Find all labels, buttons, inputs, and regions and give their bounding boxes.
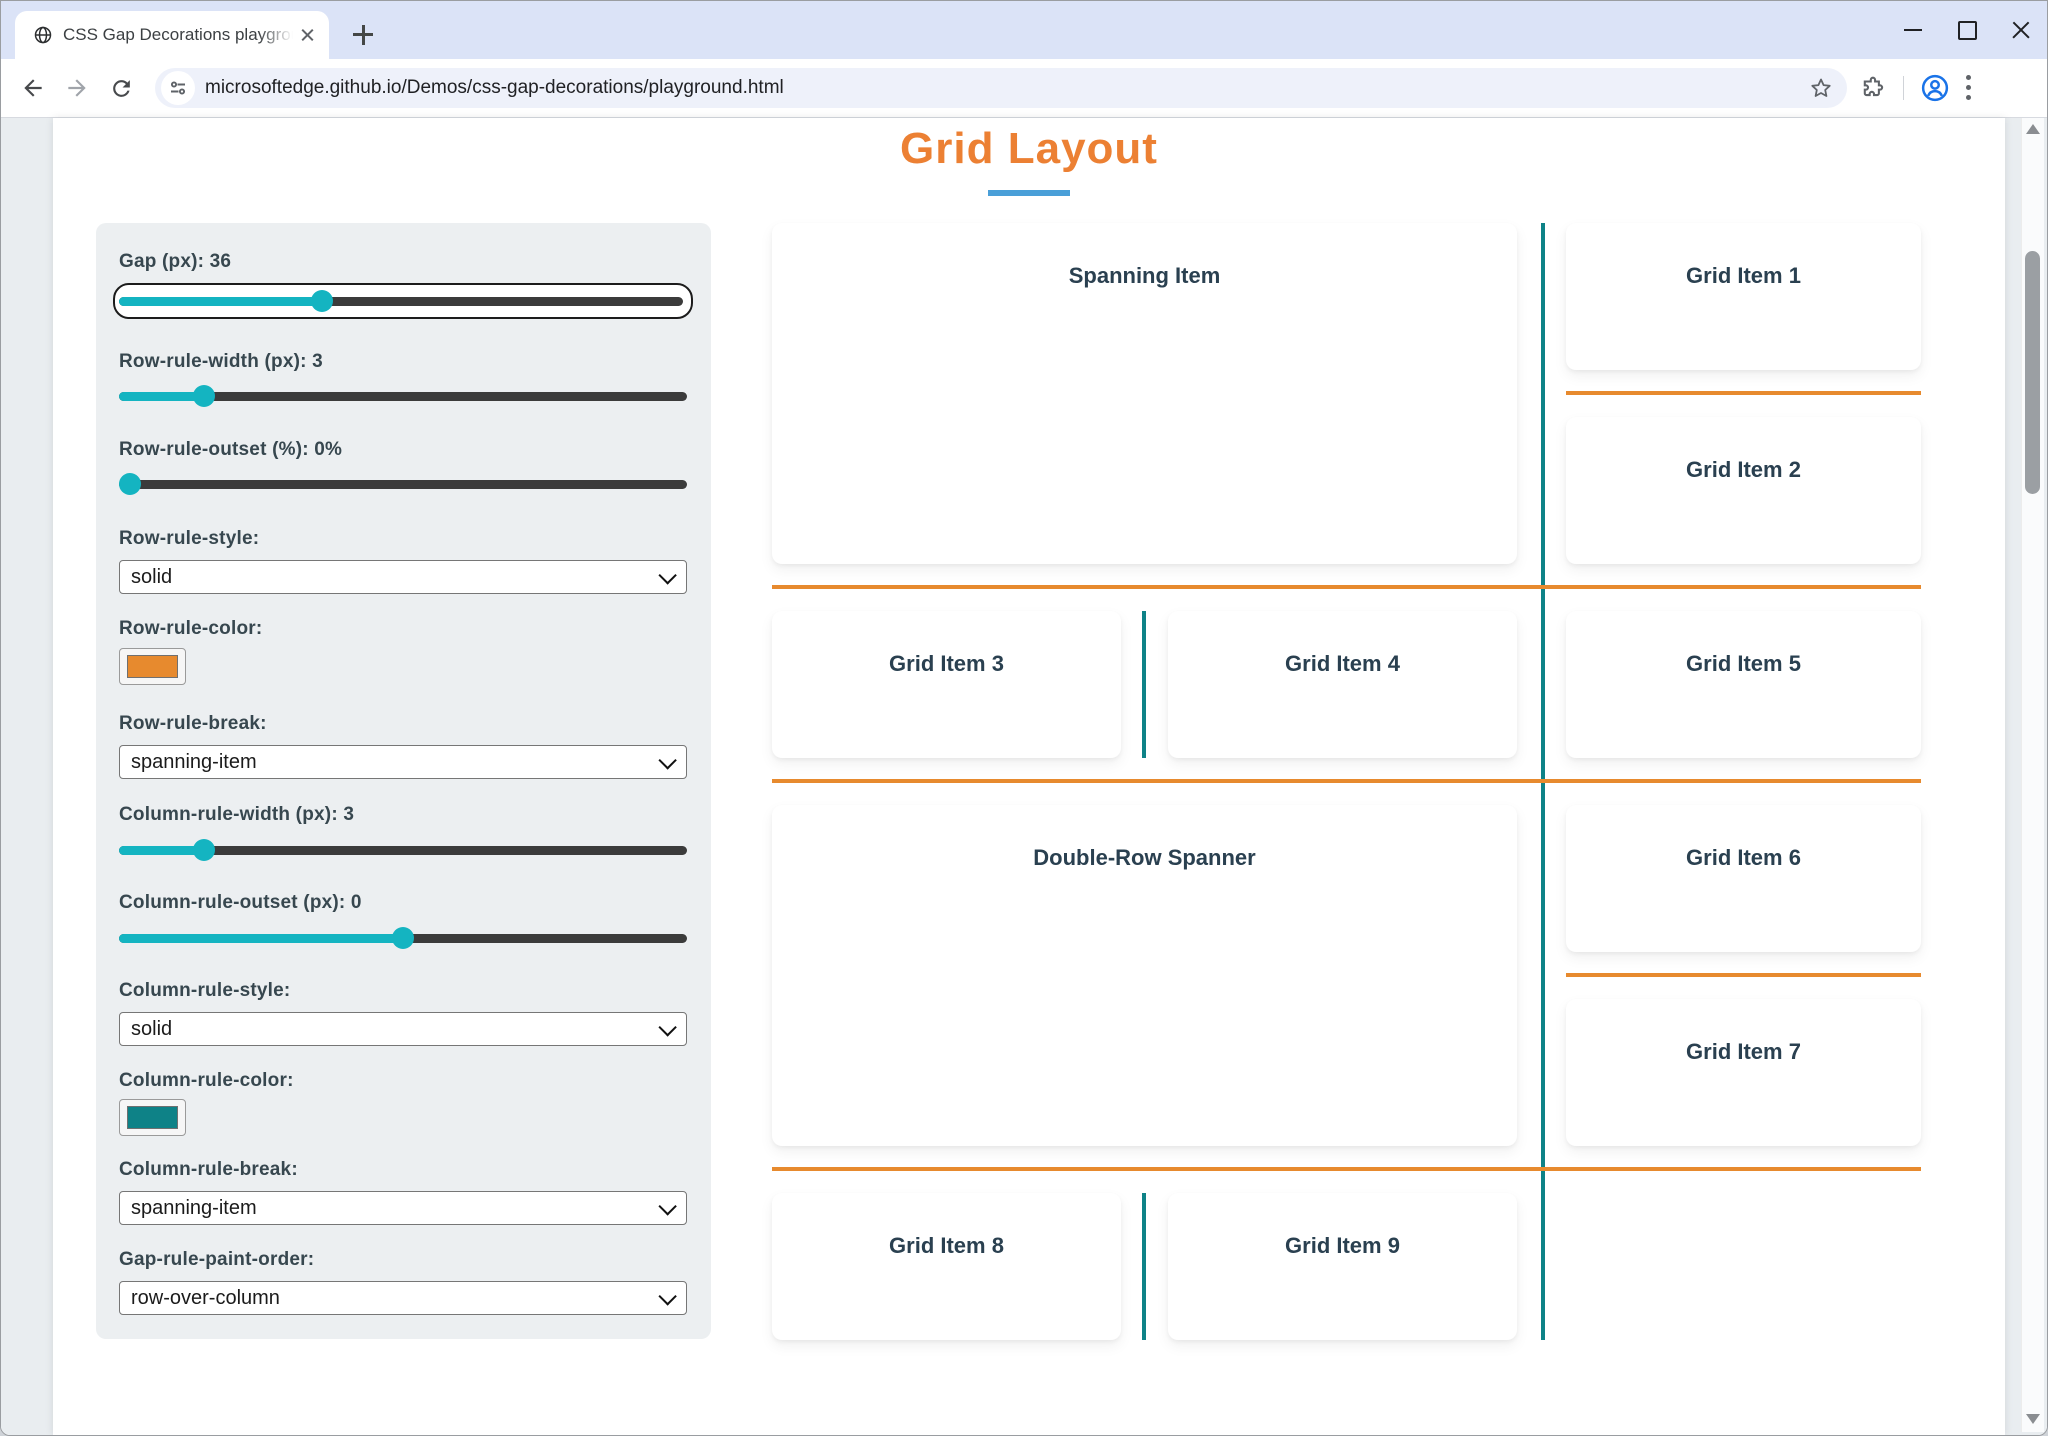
column-rule-style-select[interactable]: solid <box>119 1012 687 1046</box>
grid-card-4: Grid Item 4 <box>1168 611 1517 758</box>
back-arrow-icon <box>24 79 42 97</box>
grid-card-double-row-spanner: Double-Row Spanner <box>772 805 1517 1146</box>
url-text[interactable]: microsoftedge.github.io/Demos/css-gap-de… <box>205 77 784 98</box>
reload-icon <box>112 79 130 97</box>
column-rule-outset-label: Column-rule-outset (px): 0 <box>119 892 362 913</box>
row-rule-color-picker[interactable] <box>119 648 186 685</box>
extensions-button[interactable] <box>1861 75 1887 101</box>
gap-slider-label: Gap (px): 36 <box>119 251 232 272</box>
browser-toolbar: microsoftedge.github.io/Demos/css-gap-de… <box>1 59 2047 118</box>
address-bar[interactable]: microsoftedge.github.io/Demos/css-gap-de… <box>155 68 1847 108</box>
column-rule-outset-slider[interactable] <box>119 927 687 949</box>
kebab-menu-icon[interactable] <box>1966 75 1972 101</box>
grid-card-3: Grid Item 3 <box>772 611 1121 758</box>
column-rule-color-label: Column-rule-color: <box>119 1070 294 1091</box>
browser-tab[interactable]: CSS Gap Decorations playgroun <box>15 11 329 59</box>
site-settings-chip[interactable] <box>161 71 195 105</box>
toolbar-right-cluster <box>1861 73 1980 103</box>
row-rule-width-label: Row-rule-width (px): 3 <box>119 351 323 372</box>
row-rule-outset-slider[interactable] <box>119 473 687 495</box>
row-rule-color-label: Row-rule-color: <box>119 618 263 639</box>
chevron-down-icon <box>658 1286 677 1306</box>
new-tab-button[interactable] <box>347 19 379 51</box>
page-viewport: Grid Layout Gap (px): 36 Row-rule-width … <box>1 118 2047 1435</box>
grid-card-8: Grid Item 8 <box>772 1193 1121 1340</box>
row-rule-style-label: Row-rule-style: <box>119 528 260 549</box>
column-rule-style-label: Column-rule-style: <box>119 980 291 1001</box>
column-rule-style-value: solid <box>131 1017 173 1040</box>
row-rule-full <box>772 1167 1921 1171</box>
chevron-down-icon <box>658 1196 677 1216</box>
row-rule-break-label: Row-rule-break: <box>119 713 267 734</box>
row-rule-segment <box>1566 391 1921 395</box>
window-close-button[interactable] <box>1997 1 2045 59</box>
scrollbar-up-arrow-icon[interactable] <box>2026 124 2040 134</box>
grid-card-2: Grid Item 2 <box>1566 417 1921 564</box>
row-rule-width-slider[interactable] <box>119 385 687 407</box>
grid-card-6: Grid Item 6 <box>1566 805 1921 952</box>
bookmark-star-icon[interactable] <box>1809 76 1833 100</box>
grid-card-9: Grid Item 9 <box>1168 1193 1517 1340</box>
row-rule-full <box>772 779 1921 783</box>
maximize-button[interactable] <box>1943 1 1991 59</box>
row-rule-full <box>772 585 1921 589</box>
column-rule-segment <box>1142 611 1146 758</box>
row-rule-segment <box>1566 973 1921 977</box>
globe-icon <box>33 25 53 45</box>
column-rule-width-slider[interactable] <box>119 839 687 861</box>
tab-title: CSS Gap Decorations playgroun <box>63 25 293 44</box>
scrollbar-down-arrow-icon[interactable] <box>2026 1414 2040 1424</box>
gap-slider-focus-ring <box>113 283 693 319</box>
column-rule-color-picker[interactable] <box>119 1099 186 1136</box>
column-rule-break-select[interactable]: spanning-item <box>119 1191 687 1225</box>
controls-panel: Gap (px): 36 Row-rule-width (px): 3 Row-… <box>96 223 711 1339</box>
column-rule-break-value: spanning-item <box>131 1196 257 1219</box>
chevron-down-icon <box>658 565 677 585</box>
gap-rule-paint-order-label: Gap-rule-paint-order: <box>119 1249 315 1270</box>
puzzle-icon <box>1863 76 1884 97</box>
grid-card-spanning-item: Spanning Item <box>772 223 1517 564</box>
grid-card-1: Grid Item 1 <box>1566 223 1921 370</box>
column-rule-width-label: Column-rule-width (px): 3 <box>119 804 355 825</box>
forward-arrow-icon <box>68 79 86 97</box>
page-title: Grid Layout <box>900 124 1158 173</box>
gap-rule-paint-order-value: row-over-column <box>131 1286 280 1309</box>
column-rule-segment <box>1142 1193 1146 1340</box>
grid-card-7: Grid Item 7 <box>1566 999 1921 1146</box>
tune-icon <box>170 81 186 95</box>
row-rule-style-select[interactable]: solid <box>119 560 687 594</box>
tab-strip: CSS Gap Decorations playgroun <box>1 1 2047 59</box>
gap-slider[interactable] <box>119 290 683 312</box>
column-rule-break-label: Column-rule-break: <box>119 1159 298 1180</box>
profile-button[interactable] <box>1920 73 1950 103</box>
row-rule-color-swatch <box>127 655 178 678</box>
row-rule-break-value: spanning-item <box>131 750 257 773</box>
reload-button[interactable] <box>99 66 143 110</box>
back-button[interactable] <box>11 66 55 110</box>
row-rule-outset-label: Row-rule-outset (%): 0% <box>119 439 343 460</box>
title-underline <box>988 190 1070 196</box>
chevron-down-icon <box>658 750 677 770</box>
person-icon <box>1921 74 1949 102</box>
gap-rule-paint-order-select[interactable]: row-over-column <box>119 1281 687 1315</box>
column-rule-color-swatch <box>127 1106 178 1129</box>
grid-card-5: Grid Item 5 <box>1566 611 1921 758</box>
chevron-down-icon <box>658 1017 677 1037</box>
toolbar-divider <box>1903 76 1904 100</box>
forward-button[interactable] <box>55 66 99 110</box>
page-scrollbar[interactable] <box>2021 118 2044 1432</box>
minimize-button[interactable] <box>1889 1 1937 59</box>
row-rule-break-select[interactable]: spanning-item <box>119 745 687 779</box>
tab-close-icon[interactable] <box>297 24 319 46</box>
row-rule-style-value: solid <box>131 565 173 588</box>
scrollbar-thumb[interactable] <box>2025 251 2040 494</box>
